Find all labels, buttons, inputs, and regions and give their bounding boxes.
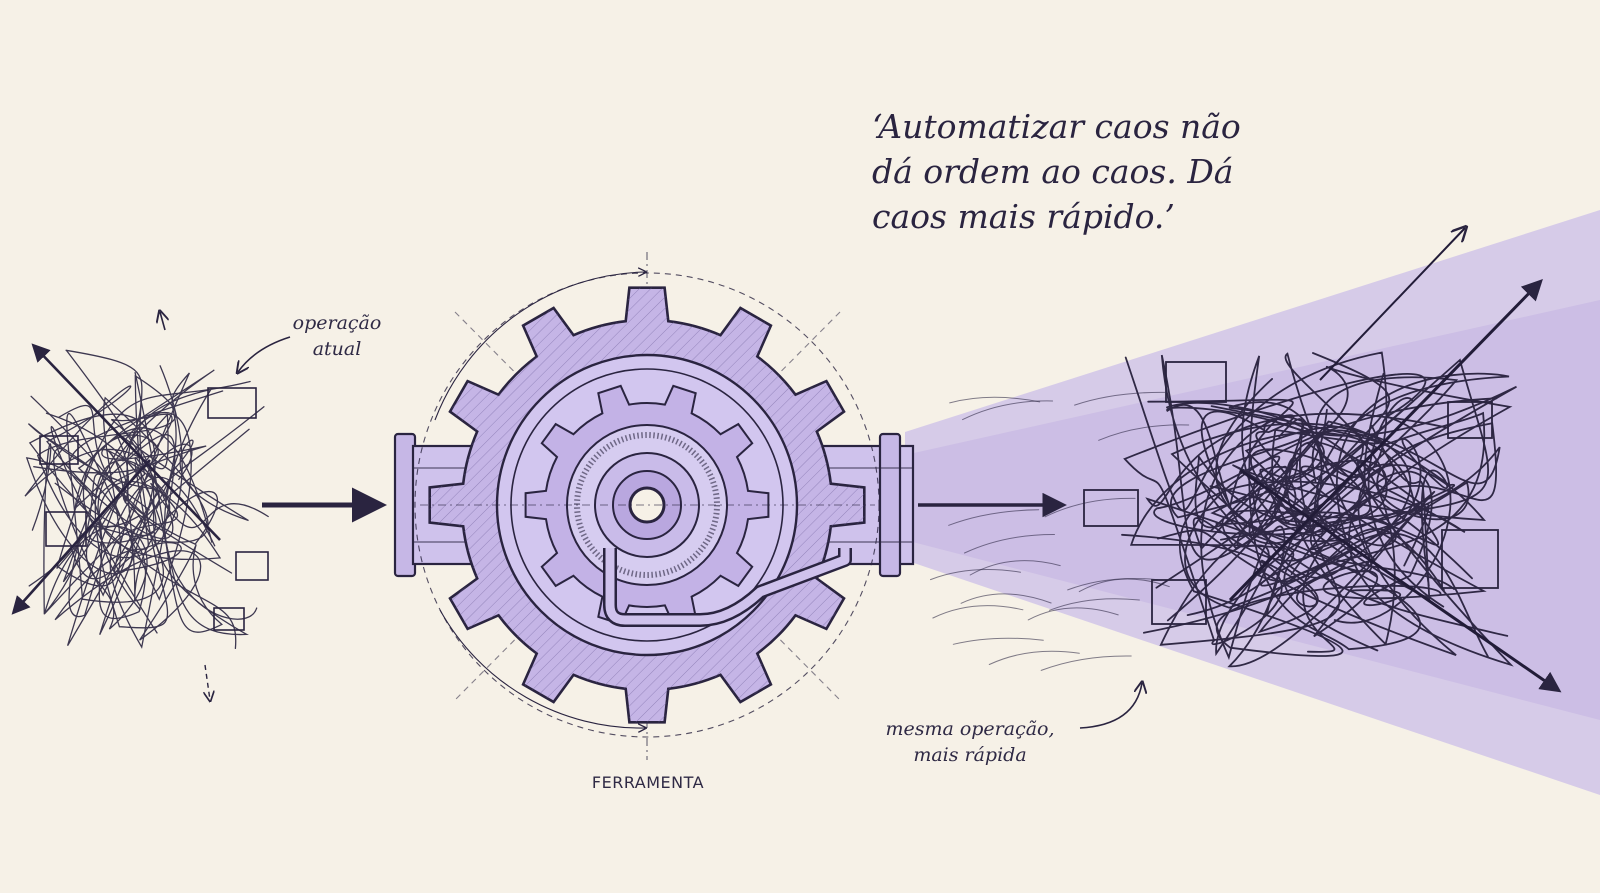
scribble-stroke xyxy=(45,380,251,636)
speed-streak xyxy=(948,509,1040,526)
scribble-stroke xyxy=(31,349,148,630)
speed-streak xyxy=(1040,655,1132,671)
process-boxes-right xyxy=(1083,361,1499,625)
scribble-stroke xyxy=(1200,414,1430,668)
annotation-arrow-left xyxy=(238,336,291,372)
chaos-arrows-left xyxy=(11,312,221,700)
quote-line-3: caos mais rápido.’ xyxy=(872,197,1175,236)
speed-streak xyxy=(930,569,1021,581)
label-tool: FERRAMENTA xyxy=(591,773,705,792)
scribble-stroke xyxy=(1221,365,1513,653)
scribble-stroke xyxy=(1157,464,1487,657)
chaos-arrows-right xyxy=(1228,228,1562,693)
speed-streak xyxy=(949,396,1041,404)
label-current-operation-line-2: atual xyxy=(312,338,362,360)
scribble-stroke xyxy=(1121,373,1452,646)
speed-streak xyxy=(962,400,1054,421)
label-same-operation: mesma operação, mais rápida xyxy=(870,716,1070,768)
speed-streak xyxy=(988,650,1080,665)
speed-streak xyxy=(1048,598,1140,611)
annotation-arrow-right xyxy=(1079,683,1142,729)
scribble-stroke xyxy=(1184,397,1498,638)
scribble-stroke xyxy=(1178,448,1466,657)
label-same-operation-line-2: mais rápida xyxy=(913,744,1027,766)
speed-streak xyxy=(1098,424,1190,441)
speed-cone xyxy=(905,210,1600,795)
scribble-stroke xyxy=(33,434,269,649)
scribble-stroke xyxy=(1265,352,1486,616)
chaos-scribble-right xyxy=(930,351,1517,671)
quote-line-1: ‘Automatizar caos não xyxy=(872,107,1241,146)
label-same-operation-line-1: mesma operação, xyxy=(885,718,1055,740)
process-boxes-left xyxy=(39,387,269,631)
quote-line-2: dá ordem ao caos. Dá xyxy=(872,152,1234,191)
label-current-operation-line-1: operação xyxy=(292,312,382,334)
chaos-scribble-left xyxy=(24,349,269,650)
scribble-stroke xyxy=(1215,378,1498,587)
speed-streak xyxy=(969,560,1061,576)
speed-streak xyxy=(960,593,1052,604)
speed-streak xyxy=(964,533,1055,554)
scribble-stroke xyxy=(1166,401,1332,616)
speed-streak xyxy=(952,637,1044,645)
scribble-stroke xyxy=(36,365,183,629)
scribble-stroke xyxy=(1145,352,1449,589)
label-current-operation: operação atual xyxy=(282,310,392,362)
speed-streak xyxy=(932,605,1024,619)
scribble-stroke xyxy=(1309,429,1456,587)
speed-streak xyxy=(1067,578,1159,591)
speed-streak xyxy=(1074,391,1166,406)
scribble-stroke xyxy=(24,350,174,540)
quote-text: ‘Automatizar caos não dá ordem ao caos. … xyxy=(872,104,1312,239)
speed-streak xyxy=(1027,607,1119,621)
gear xyxy=(420,286,875,724)
scribble-stroke xyxy=(1248,372,1510,579)
scribble-stroke xyxy=(28,369,222,611)
